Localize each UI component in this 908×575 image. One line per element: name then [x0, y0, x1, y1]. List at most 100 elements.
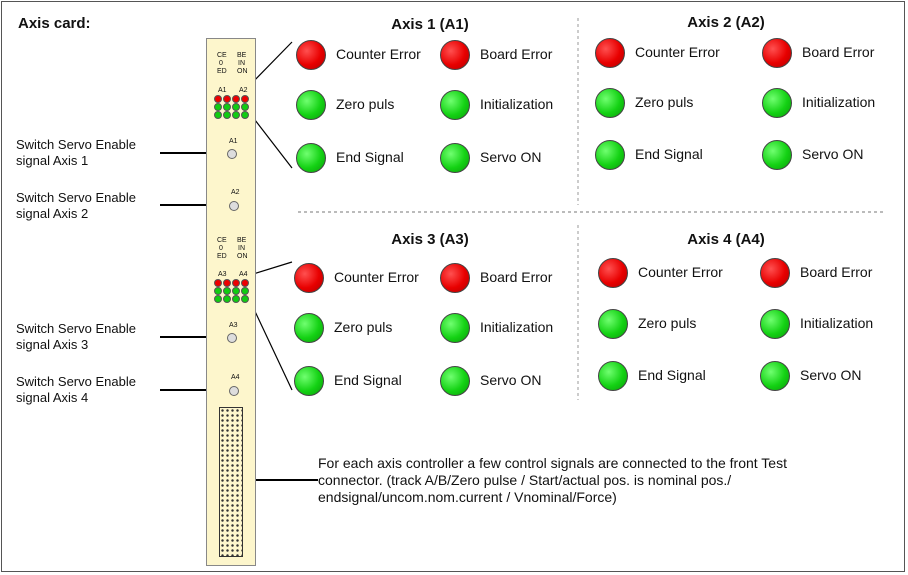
mini-led [232, 279, 240, 287]
led-label: Initialization [802, 94, 876, 110]
mini-led [214, 95, 222, 103]
switch-label-line1: Switch Servo Enable [16, 374, 136, 389]
mini-led [223, 279, 231, 287]
mini-led [223, 295, 231, 303]
card-block2-a-right: A4 [239, 271, 248, 278]
status-led-icon [595, 140, 625, 170]
card-block1-on: ON [237, 68, 248, 75]
mini-led [241, 111, 249, 119]
servo-switch-a4[interactable] [229, 386, 239, 396]
mini-led [223, 111, 231, 119]
card-block2-be: BE [237, 237, 247, 244]
led-label: Board Error [800, 264, 873, 280]
led-label: Servo ON [480, 372, 542, 388]
led-label: Counter Error [336, 46, 421, 62]
card-block1-in: IN [238, 60, 245, 67]
led-label: Counter Error [334, 269, 419, 285]
card-block1-a-right: A2 [239, 87, 248, 94]
axis-title-3: Axis 3 (A3) [391, 231, 469, 248]
switch-label-axis-1: Switch Servo Enable signal Axis 1 [16, 137, 136, 169]
axis-title-1: Axis 1 (A1) [391, 16, 469, 33]
status-led-icon [595, 38, 625, 68]
status-led-icon [760, 309, 790, 339]
card-block2-a-left: A3 [218, 271, 227, 278]
mini-led [241, 295, 249, 303]
status-led-icon [762, 38, 792, 68]
test-connector-note: For each axis controller a few control s… [318, 455, 898, 506]
led-label: Servo ON [802, 146, 864, 162]
led-label: End Signal [334, 372, 402, 388]
mini-led [214, 295, 222, 303]
servo-switch-a3[interactable] [227, 333, 237, 343]
mini-led [232, 111, 240, 119]
mini-led [223, 103, 231, 111]
led-label: Zero puls [334, 319, 393, 335]
switch-label-line1: Switch Servo Enable [16, 321, 136, 336]
test-connector [219, 407, 243, 557]
status-led-icon [440, 40, 470, 70]
servo-switch-a2[interactable] [229, 201, 239, 211]
card-switch-a3-label: A3 [229, 322, 238, 329]
led-label: Board Error [480, 46, 553, 62]
mini-led [214, 103, 222, 111]
led-label: Servo ON [800, 367, 862, 383]
status-led-icon [598, 361, 628, 391]
axis-title-2: Axis 2 (A2) [687, 14, 765, 31]
status-led-icon [762, 88, 792, 118]
led-label: Servo ON [480, 149, 542, 165]
diagram-title: Axis card: [18, 15, 91, 32]
status-led-icon [760, 361, 790, 391]
status-led-icon [440, 90, 470, 120]
mini-led [241, 95, 249, 103]
mini-led [223, 95, 231, 103]
status-led-icon [598, 258, 628, 288]
led-label: Board Error [480, 269, 553, 285]
mini-led [232, 95, 240, 103]
led-label: End Signal [635, 146, 703, 162]
led-label: Initialization [480, 319, 554, 335]
mini-led [214, 287, 222, 295]
mini-led [241, 279, 249, 287]
card-switch-a4-label: A4 [231, 374, 240, 381]
note-line1: For each axis controller a few control s… [318, 455, 787, 471]
card-switch-a2-label: A2 [231, 189, 240, 196]
axis-card: CE 0 ED BE IN ON A1 A2 A1 A2 CE 0 ED BE … [206, 38, 256, 566]
mini-led [232, 287, 240, 295]
switch-label-line2: signal Axis 2 [16, 206, 89, 221]
axis-title-4: Axis 4 (A4) [687, 231, 765, 248]
led-label: End Signal [638, 367, 706, 383]
led-label: Counter Error [638, 264, 723, 280]
card-block1-ce: CE [217, 52, 227, 59]
status-led-icon [296, 90, 326, 120]
mini-led [214, 111, 222, 119]
card-block2-ce: CE [217, 237, 227, 244]
status-led-icon [440, 313, 470, 343]
status-led-icon [595, 88, 625, 118]
status-led-icon [440, 143, 470, 173]
servo-switch-a1[interactable] [227, 149, 237, 159]
status-led-icon [296, 40, 326, 70]
status-led-icon [296, 143, 326, 173]
led-label: Initialization [800, 315, 874, 331]
card-switch-a1-label: A1 [229, 138, 238, 145]
status-led-icon [294, 366, 324, 396]
led-label: Initialization [480, 96, 554, 112]
led-label: End Signal [336, 149, 404, 165]
card-block2-in: IN [238, 245, 245, 252]
note-line2: connector. (track A/B/Zero pulse / Start… [318, 472, 732, 488]
status-led-icon [294, 263, 324, 293]
mini-led [223, 287, 231, 295]
switch-label-line2: signal Axis 3 [16, 337, 89, 352]
card-block1-a-left: A1 [218, 87, 227, 94]
card-block1-0: 0 [219, 60, 223, 67]
note-line3: endsignal/uncom.nom.current / Vnominal/F… [318, 489, 617, 505]
led-label: Zero puls [638, 315, 697, 331]
switch-label-line2: signal Axis 4 [16, 390, 89, 405]
switch-label-axis-4: Switch Servo Enable signal Axis 4 [16, 374, 136, 406]
switch-label-line2: signal Axis 1 [16, 153, 89, 168]
switch-label-axis-2: Switch Servo Enable signal Axis 2 [16, 190, 136, 222]
switch-label-axis-3: Switch Servo Enable signal Axis 3 [16, 321, 136, 353]
mini-led [232, 103, 240, 111]
mini-led [214, 279, 222, 287]
